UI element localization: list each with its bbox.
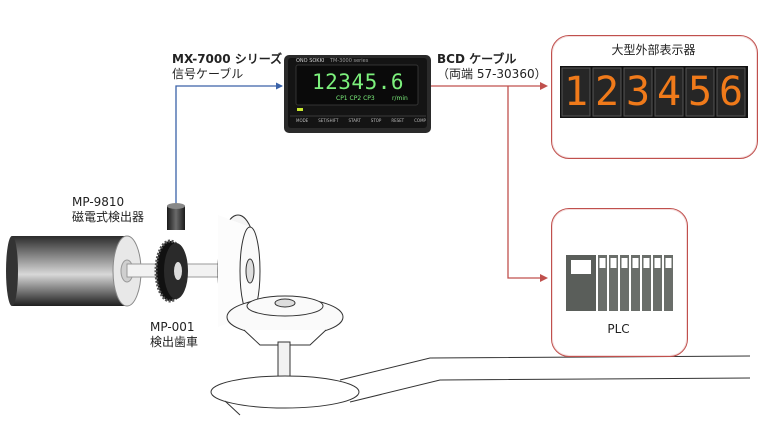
gear-name: 検出歯車: [150, 335, 199, 349]
signal-cable-title: MX-7000 シリーズ: [172, 52, 283, 66]
meter-indicators: CP1 CP2 CP3: [336, 95, 375, 102]
digit-3: 3: [625, 69, 651, 115]
meter-model-tag: TM-3000 series: [330, 58, 369, 64]
key-start[interactable]: START: [348, 118, 361, 123]
digit-4: 4: [656, 69, 682, 115]
digit-1: 1: [563, 69, 589, 115]
key-comp[interactable]: COMP: [414, 118, 426, 123]
external-display-panel: [560, 66, 748, 118]
key-stop[interactable]: STOP: [370, 118, 382, 123]
digit-5: 5: [687, 69, 713, 115]
meter-keys: MODE SET/SHIFT START STOP RESET COMP: [296, 118, 426, 123]
digit-2: 2: [594, 69, 620, 115]
bevel-gear-horizontal: [226, 295, 344, 391]
belt-pulley: [210, 355, 751, 416]
meter-reading: 12345.6: [312, 70, 405, 94]
plc-box: [551, 208, 688, 357]
key-reset[interactable]: RESET: [391, 118, 405, 123]
external-display-digits: 1 2 3 4 5 6: [562, 68, 748, 116]
external-display-box: [551, 35, 758, 159]
digit-6: 6: [718, 69, 744, 115]
indicator-cp2: CP2: [349, 95, 362, 102]
plc-unit-graphic: [566, 255, 673, 311]
meter-brand: ONO SOKKI: [296, 58, 325, 64]
signal-cable-line: [175, 85, 282, 205]
detection-gear: [154, 239, 188, 303]
bcd-cable-title: BCD ケーブル: [437, 52, 517, 66]
plc-label: PLC: [607, 322, 630, 336]
bcd-cable-label: BCD ケーブル （両端 57-30360）: [437, 52, 547, 82]
key-mode[interactable]: MODE: [296, 118, 309, 123]
tachometer-device: [284, 55, 431, 133]
bcd-branch-line: [507, 86, 545, 279]
signal-cable-subtitle: 信号ケーブル: [172, 67, 244, 81]
meter-unit: r/min: [392, 95, 408, 102]
signal-cable-arrowhead: [276, 82, 283, 90]
bevel-gear-vertical: [217, 214, 261, 328]
bcd-cable-subtitle: （両端 57-30360）: [437, 67, 547, 81]
gear-label: MP-001 検出歯車: [150, 320, 198, 350]
sensor-name: 磁電式検出器: [72, 210, 145, 224]
bcd-arrow-display: [540, 82, 548, 90]
power-led: [297, 108, 303, 111]
indicator-cp3: CP3: [363, 95, 375, 102]
sensor-label: MP-9810 磁電式検出器: [72, 195, 144, 225]
bcd-arrow-plc: [540, 274, 548, 282]
key-set-shift[interactable]: SET/SHIFT: [318, 118, 339, 123]
signal-cable-label: MX-7000 シリーズ 信号ケーブル: [172, 52, 282, 82]
sensor-model: MP-9810: [72, 195, 125, 209]
external-display-title: 大型外部表示器: [611, 43, 696, 57]
indicator-cp1: CP1: [336, 95, 348, 102]
gear-model: MP-001: [150, 320, 195, 334]
magnetic-sensor: [167, 203, 185, 230]
